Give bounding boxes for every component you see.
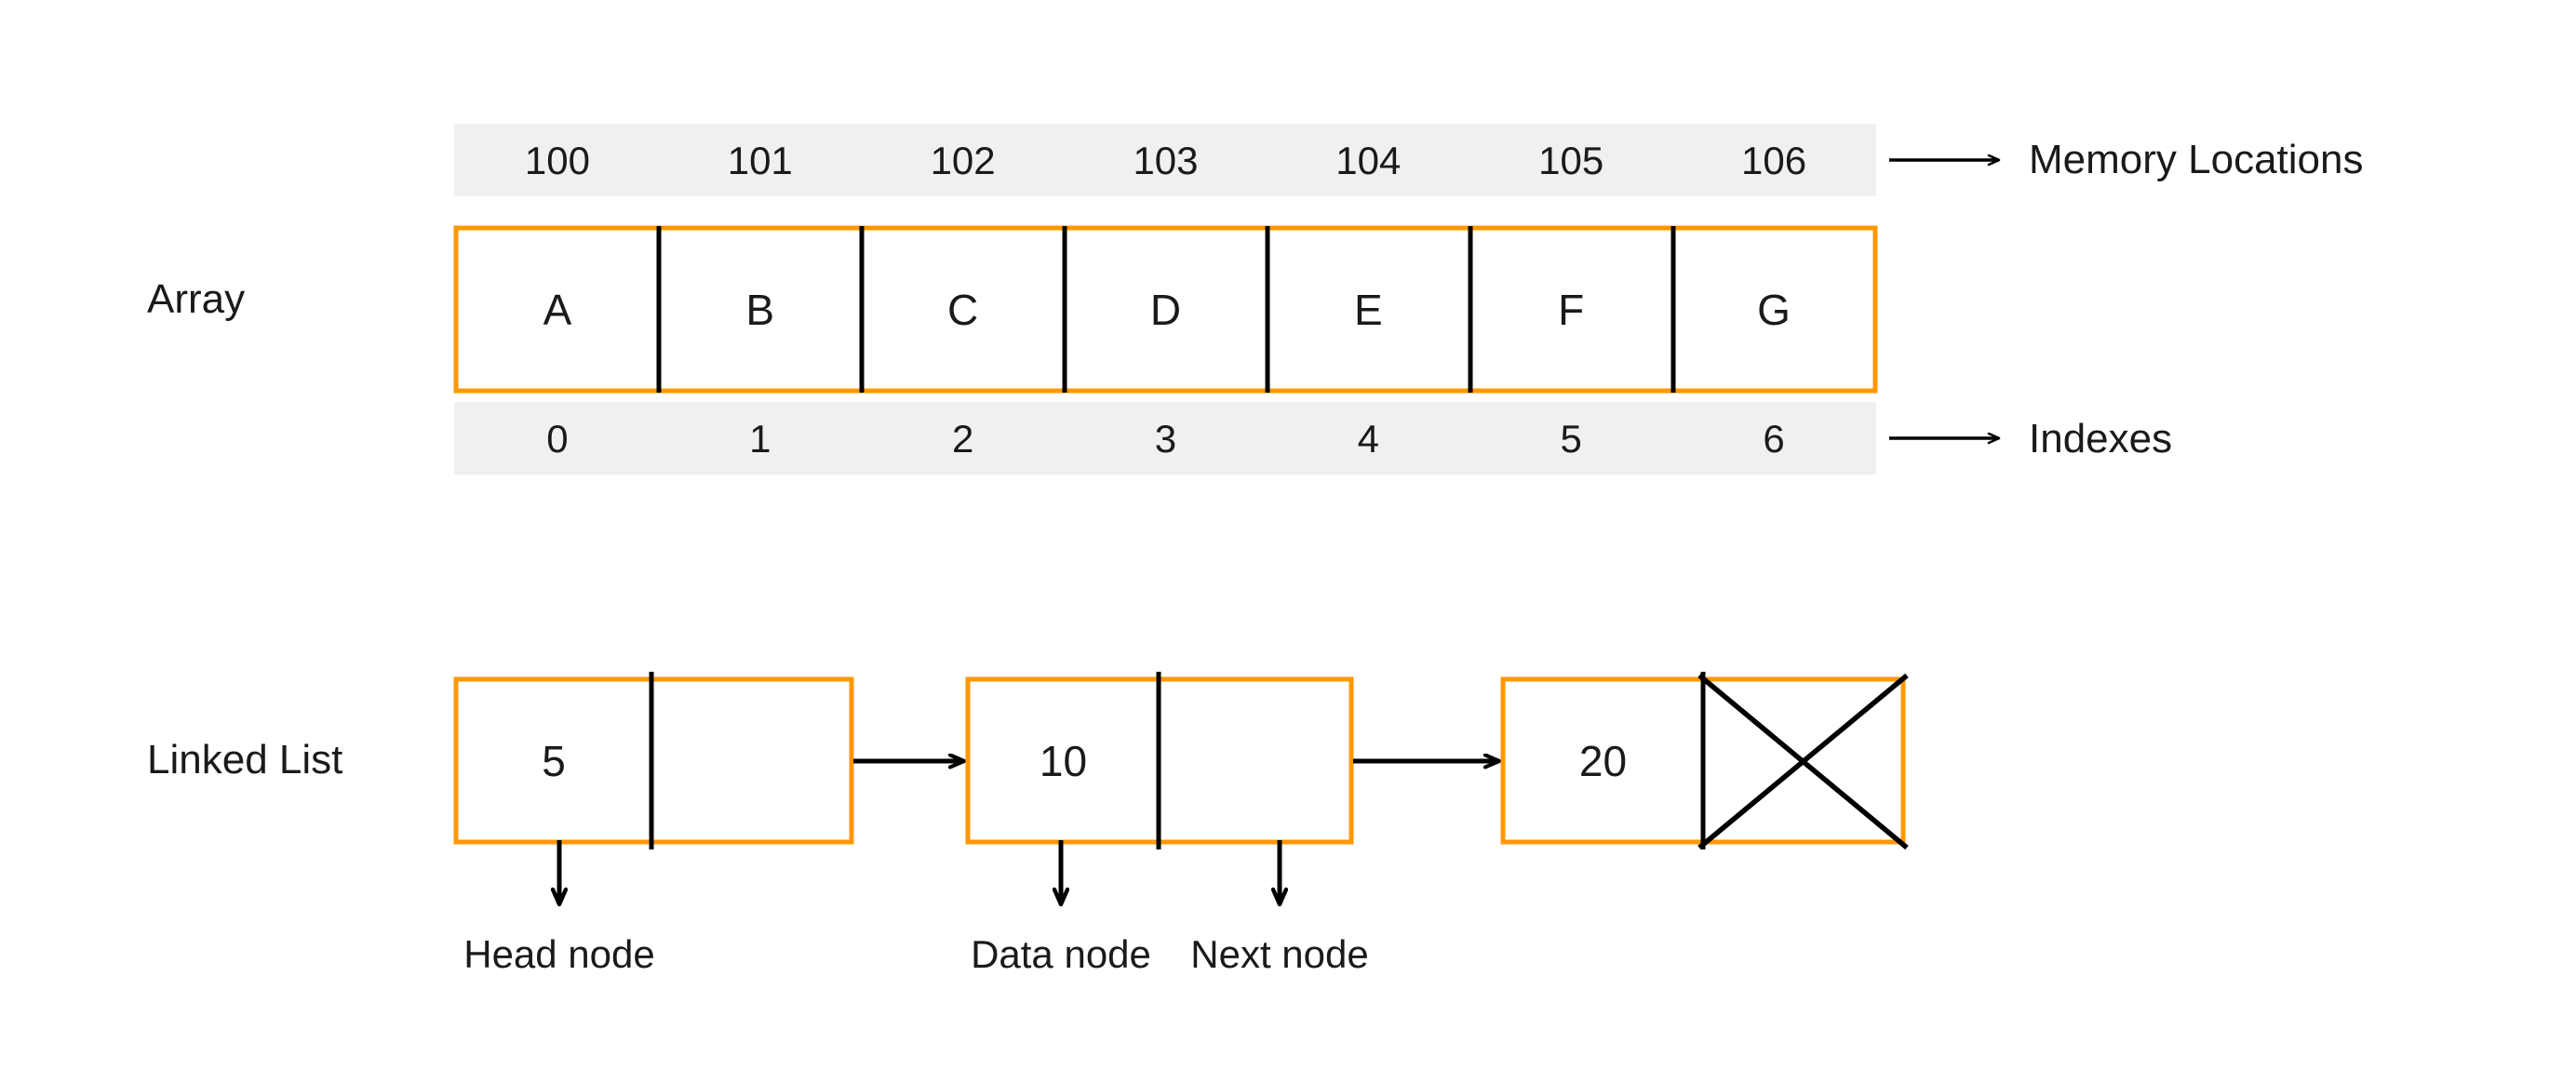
array-cell-1: B (745, 286, 775, 334)
array-row-label: Array (147, 276, 246, 322)
index-6: 6 (1763, 417, 1785, 461)
annotation-data-node: Data node (971, 932, 1151, 976)
index-3: 3 (1154, 417, 1177, 461)
annotation-next-node: Next node (1190, 932, 1369, 976)
linked-list-node-3-value: 20 (1578, 737, 1628, 785)
memory-location-5: 105 (1538, 139, 1604, 182)
array-cell-0: A (543, 286, 572, 334)
memory-locations-label: Memory Locations (2029, 137, 2364, 182)
array-outer-box (453, 225, 1878, 394)
null-pointer-x-icon (1697, 673, 1909, 850)
array-cell-5: F (1558, 286, 1585, 334)
array-cell-4: E (1354, 286, 1383, 334)
index-4: 4 (1357, 417, 1380, 461)
annotation-head-node: Head node (463, 932, 655, 976)
indexes-band (454, 402, 1876, 475)
linked-list-node-1-value: 5 (542, 737, 566, 785)
memory-location-4: 104 (1335, 139, 1402, 182)
linked-list-node-2-value: 10 (1039, 737, 1088, 785)
linked-list-row-label: Linked List (147, 737, 343, 782)
array-cell-2: C (947, 286, 979, 334)
index-2: 2 (951, 417, 974, 461)
memory-location-6: 106 (1741, 139, 1807, 182)
memory-location-1: 101 (727, 139, 793, 182)
index-5: 5 (1560, 417, 1582, 461)
array-cell-6: G (1757, 286, 1791, 334)
indexes-label: Indexes (2029, 416, 2173, 461)
memory-location-0: 100 (524, 139, 590, 182)
array-cell-dividers (656, 226, 1676, 393)
index-0: 0 (546, 417, 569, 461)
index-1: 1 (749, 417, 771, 461)
memory-location-3: 103 (1133, 139, 1199, 182)
array-cell-3: D (1149, 286, 1182, 334)
memory-locations-band (454, 124, 1876, 196)
memory-location-2: 102 (930, 139, 996, 182)
